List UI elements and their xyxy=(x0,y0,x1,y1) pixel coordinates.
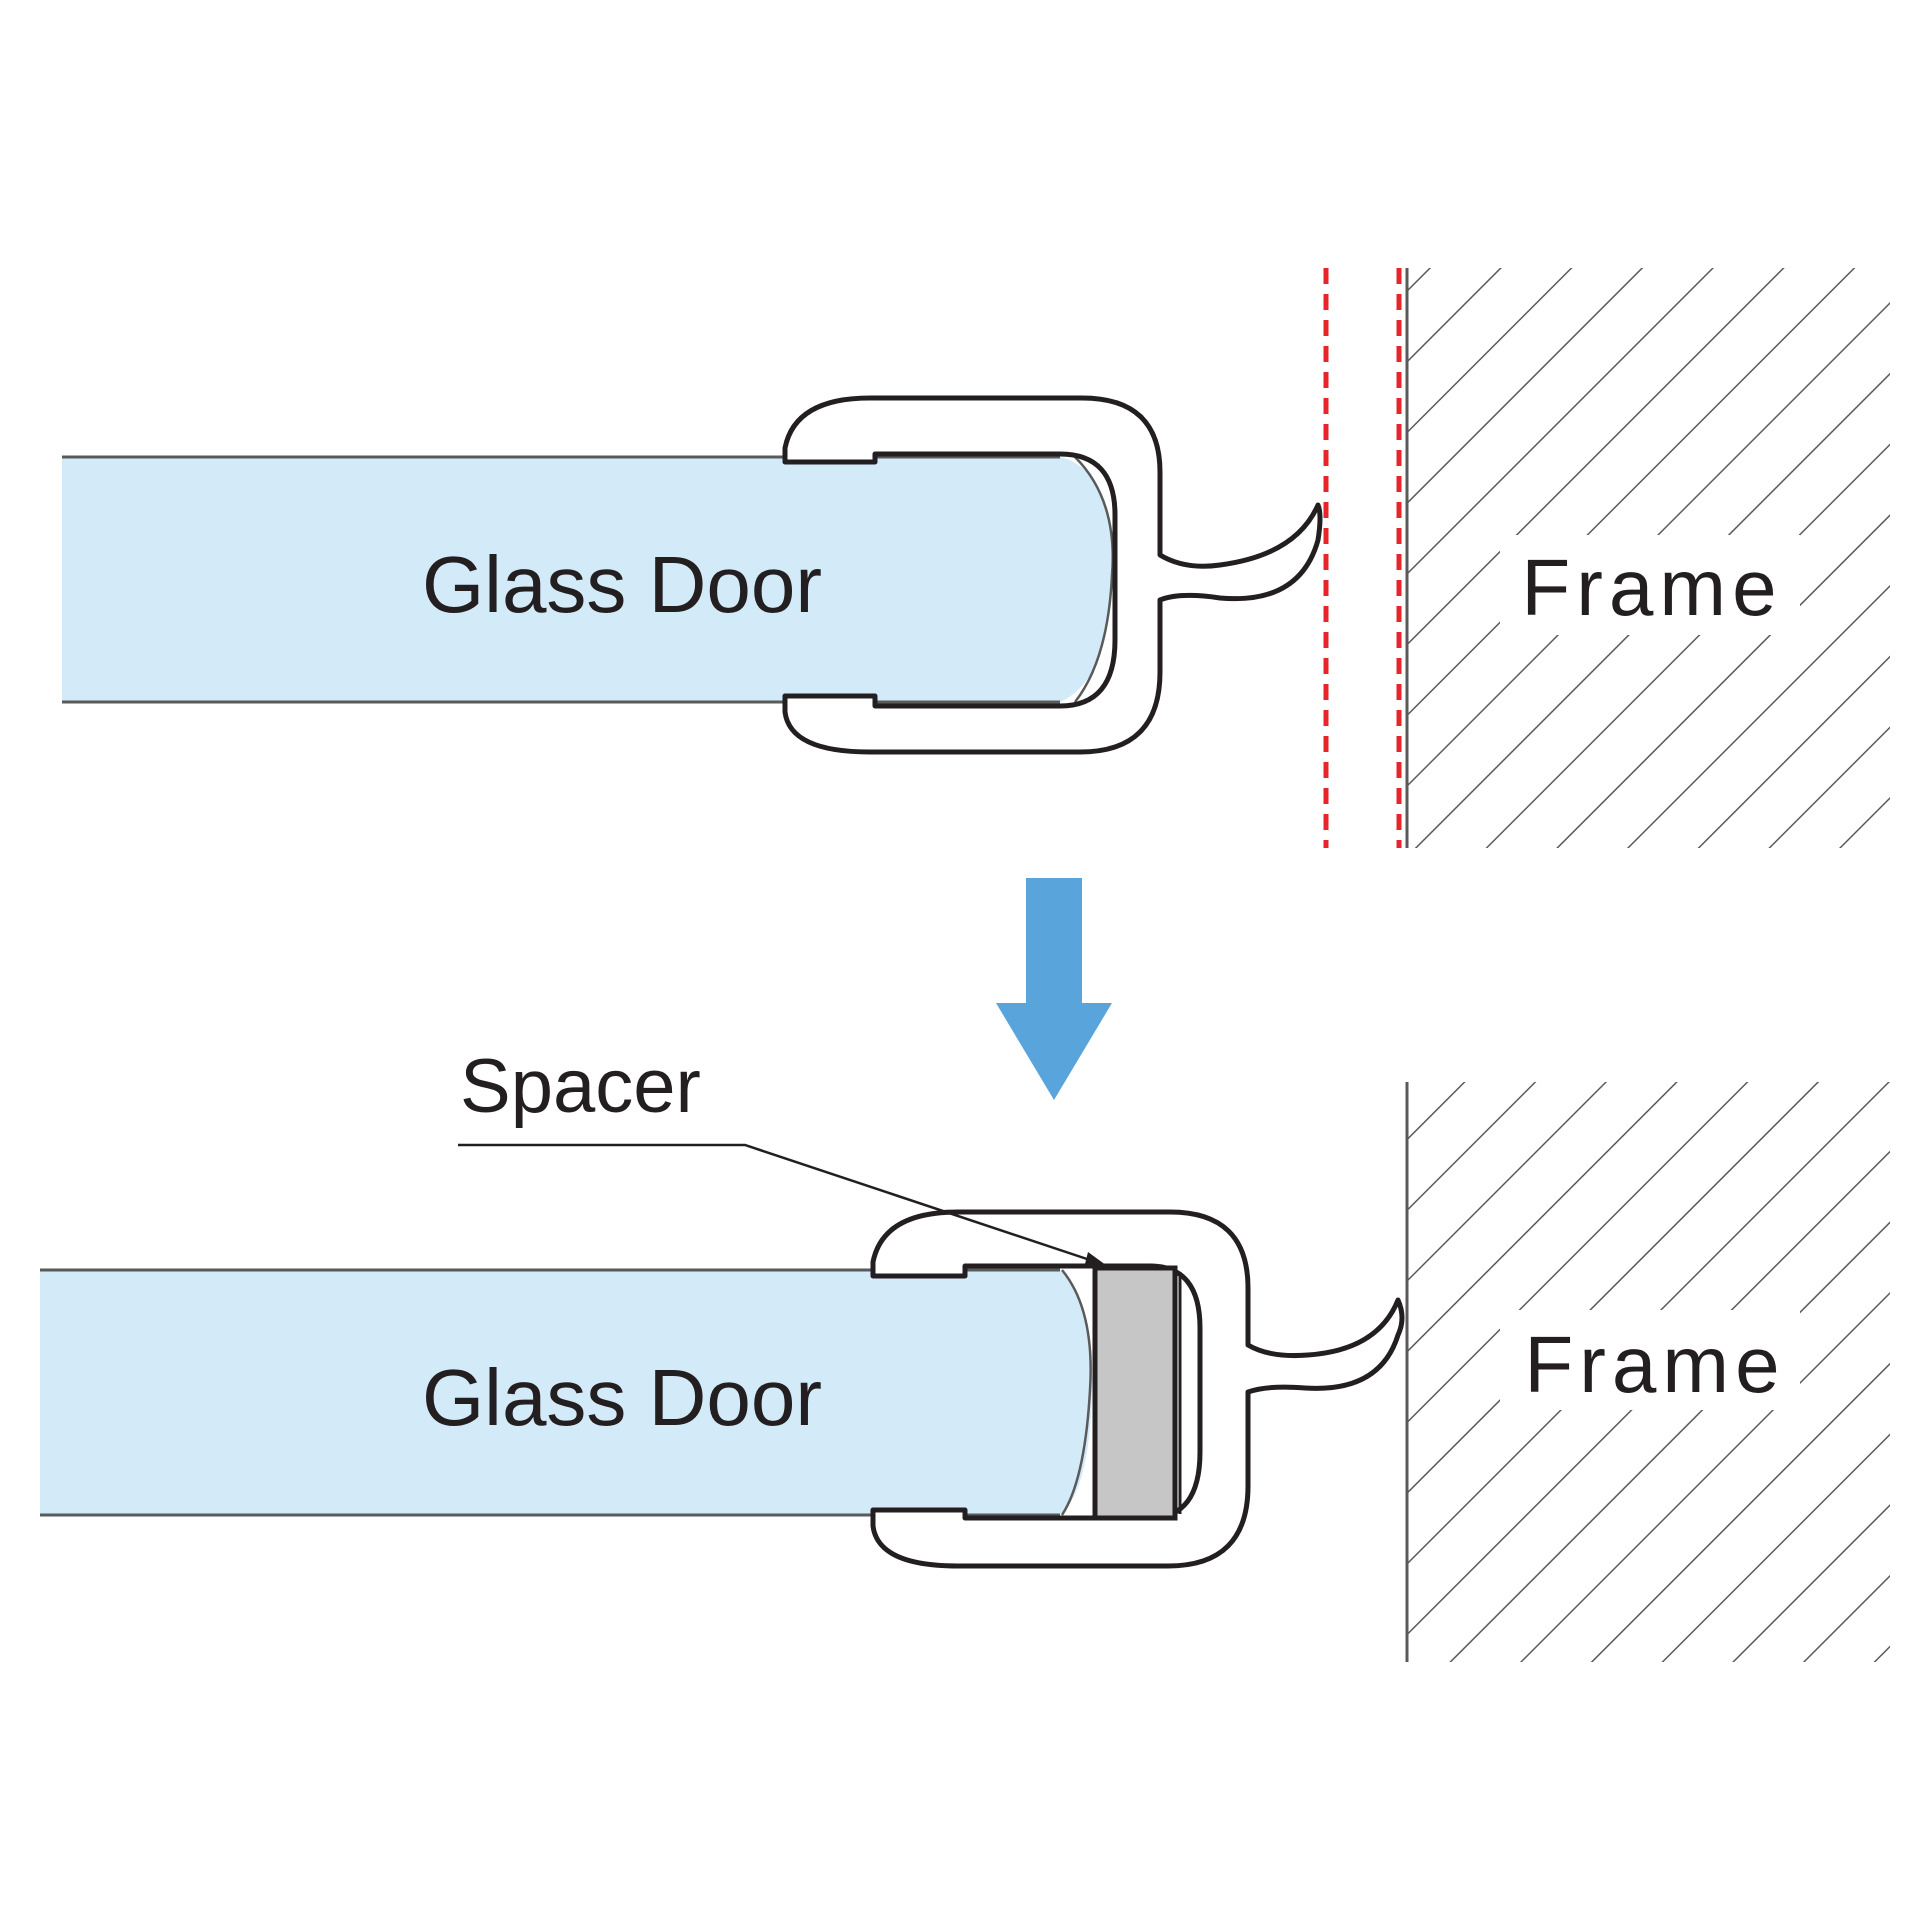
spacer-leader-line xyxy=(458,1143,1103,1266)
top-glass-door xyxy=(62,457,1113,702)
spacer-block xyxy=(1092,1265,1178,1521)
bottom-seal-profile xyxy=(870,1209,1405,1569)
top-frame-label-backdrop xyxy=(1500,535,1800,635)
top-seal-profile xyxy=(782,395,1323,755)
bottom-glass-end xyxy=(1060,1269,1092,1516)
top-glass-end xyxy=(1074,456,1114,703)
spacer-label: Spacer xyxy=(460,1044,701,1129)
bottom-panel: Spacer Glass Door Frame xyxy=(40,1044,1890,1662)
top-glass-door-label: Glass Door xyxy=(422,540,822,629)
bottom-frame-label-backdrop xyxy=(1500,1310,1800,1410)
bottom-glass-door xyxy=(40,1270,1093,1515)
top-frame-label: Frame xyxy=(1521,543,1782,632)
down-arrow-icon xyxy=(996,878,1112,1100)
spacer-leader-arrowhead xyxy=(1084,1252,1110,1268)
bottom-frame-label: Frame xyxy=(1524,1320,1785,1409)
top-panel: Glass Door Frame xyxy=(62,268,1890,848)
bottom-glass-door-label: Glass Door xyxy=(422,1353,822,1442)
